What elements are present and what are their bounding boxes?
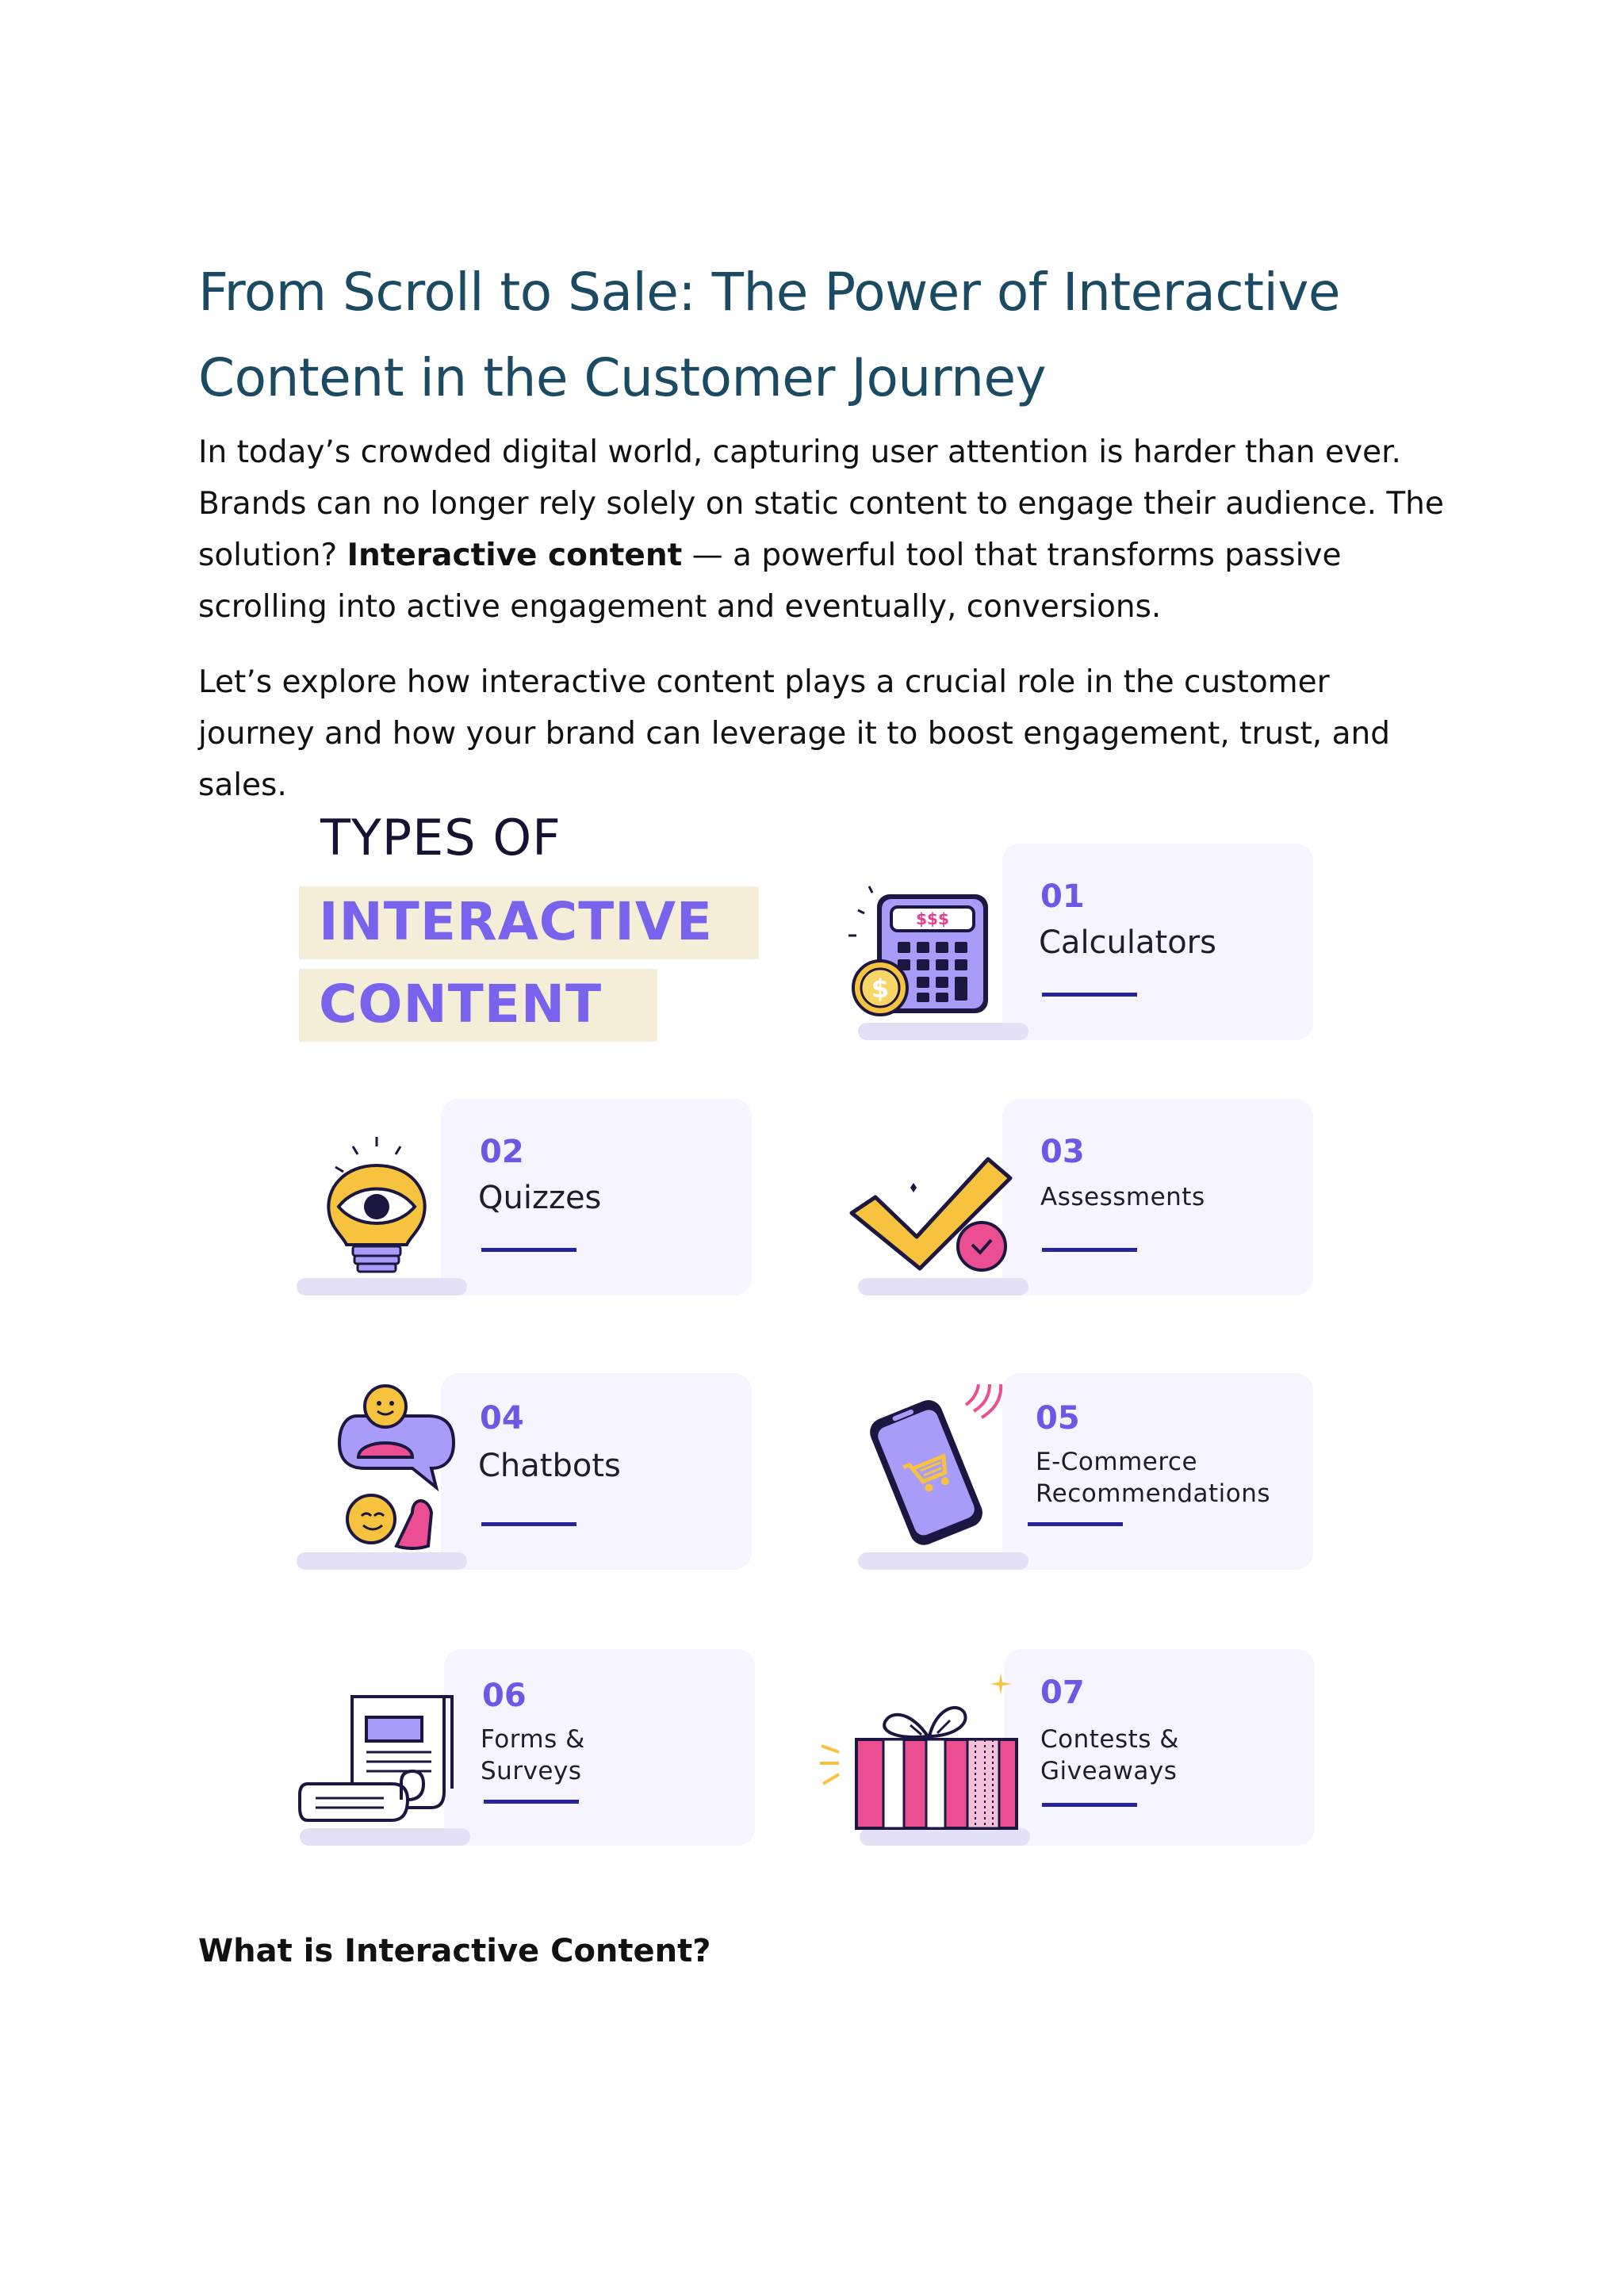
infographic-heading-line2: INTERACTIVE	[319, 891, 713, 952]
infographic-heading-line1: TYPES OF	[320, 809, 561, 867]
item-label-line1: E-Commerce	[1036, 1448, 1198, 1476]
item-number: 05	[1036, 1400, 1080, 1437]
heading-highlight-1	[299, 886, 759, 959]
item-underline	[1028, 1522, 1123, 1526]
lightbulb-eye-icon	[327, 1137, 427, 1273]
card-assessments	[1002, 1099, 1313, 1295]
heading-highlight-2	[299, 969, 657, 1042]
item-number: 02	[480, 1134, 524, 1170]
item-underline	[481, 1522, 576, 1526]
checkmark-icon	[849, 1157, 1013, 1272]
item-number: 03	[1040, 1134, 1085, 1170]
item-label: Quizzes	[478, 1180, 602, 1216]
item-underline	[1042, 993, 1137, 997]
item-underline	[484, 1800, 579, 1804]
intro-text-start: In today’s crowded digital world, captur…	[198, 434, 1444, 573]
card-calculators	[1002, 844, 1313, 1040]
item-label: Calculators	[1039, 924, 1216, 961]
icon-shadow	[858, 1278, 1028, 1295]
smartphone-cart-icon	[870, 1383, 1003, 1545]
calculator-icon: $$$ $	[848, 886, 988, 1016]
form-document-icon	[298, 1695, 454, 1822]
card-forms-surveys	[444, 1649, 755, 1846]
item-number: 04	[480, 1400, 524, 1437]
icon-shadow	[858, 1552, 1028, 1570]
item-label-line2: Surveys	[481, 1757, 582, 1785]
icon-shadow	[858, 1023, 1028, 1040]
gift-box-icon	[820, 1673, 1018, 1830]
card-contests-giveaways	[1004, 1649, 1315, 1846]
item-label-line2: Giveaways	[1040, 1757, 1178, 1785]
icon-shadow	[297, 1278, 467, 1295]
icon-shadow	[297, 1552, 467, 1570]
svg-text:$: $	[871, 974, 889, 1004]
item-underline	[481, 1248, 576, 1252]
item-label: Assessments	[1040, 1183, 1205, 1211]
card-quizzes	[441, 1099, 752, 1295]
card-ecommerce-recommendations	[1002, 1373, 1313, 1570]
calculator-display-text: $$$	[916, 909, 949, 928]
item-underline	[1042, 1248, 1137, 1252]
item-number: 07	[1040, 1674, 1085, 1711]
item-number: 06	[482, 1678, 527, 1714]
section-heading: What is Interactive Content?	[198, 1933, 711, 1969]
article-title: From Scroll to Sale: The Power of Intera…	[198, 262, 1341, 408]
icon-shadow	[300, 1828, 470, 1846]
icon-shadow	[860, 1828, 1030, 1846]
chat-bubbles-icon	[337, 1384, 456, 1550]
item-number: 01	[1040, 878, 1085, 915]
item-underline	[1042, 1803, 1137, 1807]
card-chatbots	[441, 1373, 752, 1570]
intro-paragraph: In today’s crowded digital world, captur…	[198, 427, 1451, 633]
item-label-line1: Contests &	[1040, 1725, 1179, 1754]
item-label-line1: Forms &	[481, 1725, 585, 1754]
intro-bold-term: Interactive content	[347, 538, 683, 573]
item-label-line2: Recommendations	[1036, 1479, 1271, 1508]
infographic-heading-line3: CONTENT	[319, 974, 603, 1035]
explore-paragraph: Let’s explore how interactive content pl…	[198, 664, 1390, 803]
intro-text-end: — a powerful tool that transforms passiv…	[198, 538, 1342, 625]
item-label: Chatbots	[478, 1448, 621, 1484]
